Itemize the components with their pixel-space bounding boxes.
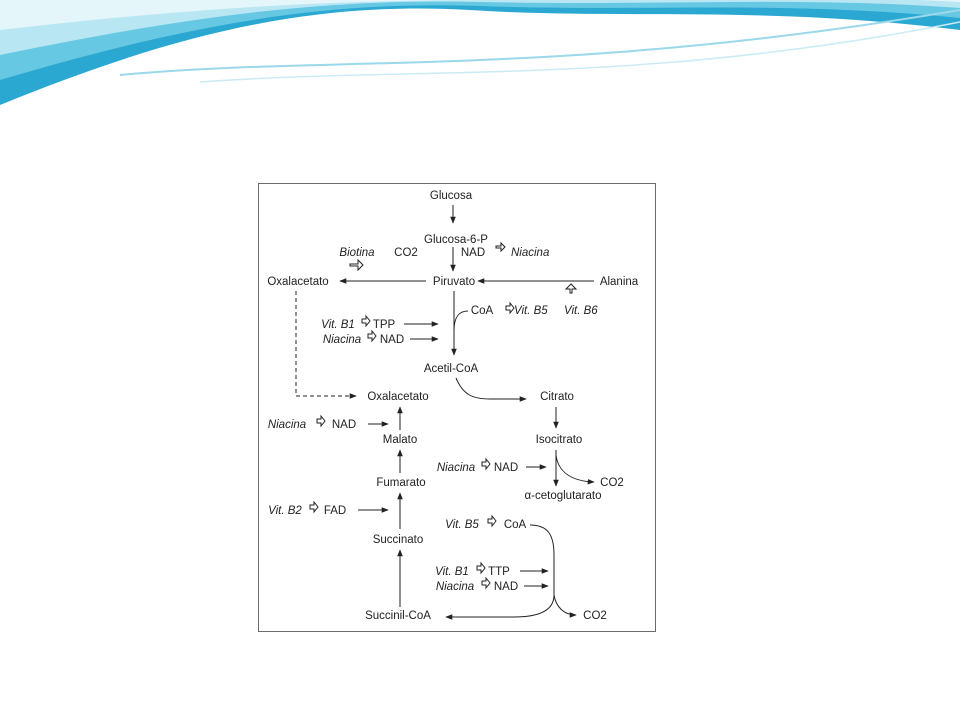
cofactor-glyph-vitb2 <box>309 500 319 514</box>
node-succinil-coa: Succinil-CoA <box>365 610 431 622</box>
cofactor-glyph-niacina-5 <box>481 576 491 590</box>
wave-layer-top <box>0 0 960 30</box>
cofactor-niacina-2: Niacina <box>323 334 361 346</box>
cofactor-nad-4: NAD <box>494 462 518 474</box>
node-alanina: Alanina <box>600 276 639 288</box>
arrow-coa-join <box>453 310 469 332</box>
cofactor-vit-b5-2: Vit. B5 <box>445 519 479 531</box>
diagram-frame <box>258 183 656 632</box>
cofactor-niacina-3: Niacina <box>268 419 306 431</box>
cofactor-vit-b5-1: Vit. B5 <box>514 305 548 317</box>
wave-base <box>0 0 960 105</box>
cofactor-vit-b6: Vit. B6 <box>564 305 598 317</box>
node-glucosa: Glucosa <box>430 190 473 202</box>
node-oxalacetato-cycle: Oxalacetato <box>367 391 428 403</box>
cofactor-niacina-5: Niacina <box>436 581 474 593</box>
cofactor-ttp: TTP <box>488 566 510 578</box>
node-succinato: Succinato <box>373 534 424 546</box>
metabolic-pathway-diagram: Glucosa Glucosa-6-P Piruvato Oxalacetato… <box>267 190 639 622</box>
cofactor-glyph-vitb1-1 <box>361 314 371 328</box>
cofactor-nad-5: NAD <box>494 581 518 593</box>
cofactor-vit-b1-2: Vit. B1 <box>435 566 469 578</box>
node-oxalacetato-left: Oxalacetato <box>267 276 328 288</box>
cofactor-niacina-4: Niacina <box>437 462 475 474</box>
arrow-decarbox-co2-2 <box>553 594 577 618</box>
cofactor-glyph-niacina-1 <box>495 241 506 253</box>
cofactor-nad-1: NAD <box>461 247 485 259</box>
wave-line-1 <box>119 9 960 76</box>
node-fumarato: Fumarato <box>376 477 425 489</box>
cofactor-glyph-vitb1-2 <box>476 561 486 575</box>
node-piruvato: Piruvato <box>433 276 475 288</box>
arrow-decarbox-co2-1 <box>555 454 595 485</box>
cofactor-glyph-vitb5-1 <box>505 301 515 315</box>
cofactor-fad: FAD <box>324 505 346 517</box>
wave-layer-2 <box>0 0 960 80</box>
header-wave-decoration <box>0 0 960 105</box>
node-citrato: Citrato <box>540 391 574 403</box>
cofactor-glyph-vitb6 <box>564 283 578 294</box>
cofactor-niacina-1: Niacina <box>511 247 549 259</box>
node-co2-decarbox-2: CO2 <box>583 610 607 622</box>
arrow-oxalacetato-dashed-to-cycle <box>295 291 357 399</box>
cofactor-biotina: Biotina <box>339 247 374 259</box>
cofactor-glyph-biotina <box>349 258 364 272</box>
cofactor-vit-b1-1: Vit. B1 <box>321 319 355 331</box>
cofactor-nad-2: NAD <box>380 334 404 346</box>
cofactor-glyph-niacina-4 <box>481 457 491 471</box>
node-glucosa-6-p: Glucosa-6-P <box>424 234 488 246</box>
cofactor-tpp: TPP <box>373 319 396 331</box>
cofactor-coa-1: CoA <box>471 305 494 317</box>
cofactor-glyph-niacina-3 <box>316 414 326 428</box>
node-acetil-coa: Acetil-CoA <box>424 363 479 375</box>
arrow-to-citrato <box>455 377 527 402</box>
node-isocitrato: Isocitrato <box>536 434 583 446</box>
cofactor-nad-3: NAD <box>332 419 356 431</box>
cofactor-coa-2: CoA <box>504 519 527 531</box>
node-alfa-cetoglutarato: α-cetoglutarato <box>525 490 602 502</box>
cofactor-vit-b2: Vit. B2 <box>268 505 302 517</box>
node-malato: Malato <box>383 434 418 446</box>
cofactor-glyph-vitb5-2 <box>487 514 497 528</box>
cofactor-co2-carboxylation: CO2 <box>394 247 418 259</box>
wave-line-2 <box>199 21 960 83</box>
wave-layer-3 <box>0 0 960 55</box>
node-co2-decarbox-1: CO2 <box>600 477 624 489</box>
cofactor-glyph-niacina-2 <box>367 329 377 343</box>
